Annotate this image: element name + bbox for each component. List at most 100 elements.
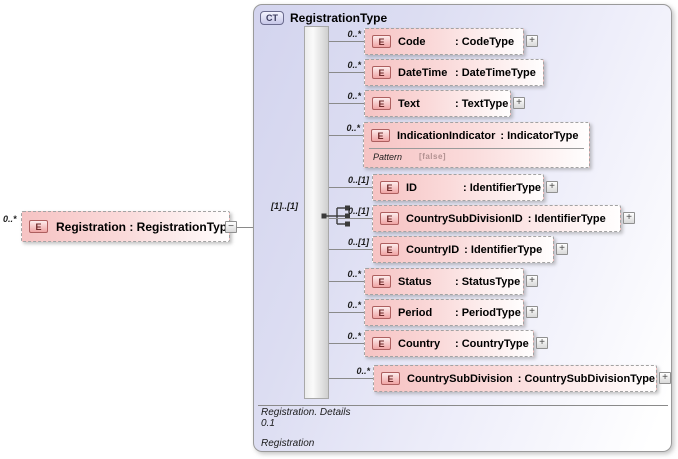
element-name: Code — [398, 35, 426, 48]
element-type: : StatusType — [455, 275, 521, 288]
sequence-icon — [321, 205, 350, 227]
root-connector-line — [237, 227, 253, 228]
root-occurrence-label: 0..* — [3, 214, 17, 224]
expand-button[interactable]: + — [546, 181, 558, 193]
element-badge-icon: E — [372, 35, 391, 48]
child-occurrence-label: 0..[1] — [347, 237, 369, 247]
child-occurrence-label: 0..* — [347, 91, 361, 101]
complex-type-panel: CT RegistrationType [1]..[1] 0..* E Code… — [253, 4, 672, 452]
child-occurrence-label: 0..* — [356, 366, 370, 376]
expand-button[interactable]: + — [536, 337, 548, 349]
element-name: CountrySubDivisionID — [406, 212, 523, 225]
expand-button[interactable]: + — [526, 306, 538, 318]
element-countrysubdivisionid[interactable]: E CountrySubDivisionID : IdentifierType — [372, 205, 621, 232]
child-occurrence-label: 0..* — [347, 269, 361, 279]
footer-annotation-name: Registration. Details — [261, 407, 351, 418]
element-row: E IndicationIndicator : IndicatorType — [364, 123, 589, 148]
expand-button[interactable]: + — [526, 275, 538, 287]
facet-value: [false] — [419, 152, 447, 161]
element-name: Country — [398, 337, 441, 350]
child-occurrence-label: 0..* — [347, 300, 361, 310]
expand-button[interactable]: + — [526, 35, 538, 47]
element-badge-icon: E — [372, 275, 391, 288]
element-type: : CountryType — [455, 337, 529, 350]
element-row: E ID : IdentifierType — [373, 175, 543, 200]
element-text[interactable]: E Text : TextType — [364, 90, 511, 117]
element-type: : CodeType — [455, 35, 515, 48]
footer-annotation-element: Registration — [261, 438, 315, 449]
child-connector-line — [329, 187, 372, 188]
child-connector-line — [329, 218, 372, 219]
element-name: CountryID — [406, 243, 460, 256]
expand-button[interactable]: + — [623, 212, 635, 224]
child-connector-line — [329, 378, 373, 379]
element-type: : IndicatorType — [500, 129, 579, 142]
child-connector-line — [329, 41, 364, 42]
element-countrysubdivision[interactable]: E CountrySubDivision : CountrySubDivisio… — [373, 365, 657, 392]
expand-button[interactable]: + — [556, 243, 568, 255]
element-period[interactable]: E Period : PeriodType — [364, 299, 524, 326]
child-connector-line — [329, 281, 364, 282]
element-badge-icon: E — [380, 212, 399, 225]
element-badge-icon: E — [372, 306, 391, 319]
facet-row: Pattern [false] — [364, 149, 589, 164]
element-name: Text — [398, 97, 420, 110]
child-connector-line — [329, 103, 364, 104]
element-type: : PeriodType — [455, 306, 521, 319]
element-name: DateTime — [398, 66, 448, 79]
child-occurrence-label: 0..[1] — [347, 206, 369, 216]
sequence-group-bar[interactable] — [304, 26, 329, 399]
collapse-button[interactable]: − — [225, 221, 237, 233]
child-connector-line — [329, 249, 372, 250]
element-row: E Text : TextType — [365, 91, 510, 116]
element-type: : CountrySubDivisionType — [517, 372, 656, 385]
element-type: : IdentifierType — [527, 212, 606, 225]
element-type: : RegistrationType — [126, 219, 234, 234]
element-row: E CountryID : IdentifierType — [373, 237, 553, 262]
element-datetime[interactable]: E DateTime : DateTimeType — [364, 59, 544, 86]
facet-divider — [369, 148, 584, 149]
element-badge-icon: E — [372, 97, 391, 110]
element-badge-icon: E — [372, 337, 391, 350]
child-occurrence-label: 0..[1] — [347, 175, 369, 185]
element-badge-icon: E — [380, 181, 399, 194]
element-countryid[interactable]: E CountryID : IdentifierType — [372, 236, 554, 263]
element-name: ID — [406, 181, 417, 194]
element-row: E Country : CountryType — [365, 331, 533, 356]
child-occurrence-label: 0..* — [347, 331, 361, 341]
element-row: E CountrySubDivision : CountrySubDivisio… — [374, 366, 656, 391]
element-row: E Code : CodeType — [365, 29, 523, 54]
facet-label: Pattern — [373, 151, 403, 162]
element-row: E CountrySubDivisionID : IdentifierType — [373, 206, 620, 231]
element-badge-icon: E — [380, 243, 399, 256]
child-connector-line — [329, 72, 364, 73]
element-status[interactable]: E Status : StatusType — [364, 268, 524, 295]
complex-type-title: RegistrationType — [290, 11, 388, 25]
element-code[interactable]: E Code : CodeType — [364, 28, 524, 55]
child-occurrence-label: 0..* — [346, 123, 360, 133]
element-badge-icon: E — [381, 372, 400, 385]
child-connector-line — [329, 343, 364, 344]
footer-divider — [258, 405, 668, 406]
element-row: E Status : StatusType — [365, 269, 523, 294]
expand-button[interactable]: + — [513, 97, 525, 109]
element-registration[interactable]: E Registration : RegistrationType — [21, 211, 234, 242]
element-type: : TextType — [455, 97, 509, 110]
element-indicationindicator[interactable]: E IndicationIndicator : IndicatorType Pa… — [363, 122, 590, 168]
element-type: : IdentifierType — [464, 243, 543, 256]
child-occurrence-label: 0..* — [347, 60, 361, 70]
element-name: CountrySubDivision — [407, 372, 513, 385]
element-id[interactable]: E ID : IdentifierType — [372, 174, 544, 201]
group-cardinality-label: [1]..[1] — [271, 201, 298, 211]
element-badge-icon: E — [372, 66, 391, 79]
element-type: : DateTimeType — [455, 66, 536, 79]
element-badge-icon: E — [29, 220, 48, 233]
expand-button[interactable]: + — [659, 372, 671, 384]
child-occurrence-label: 0..* — [347, 29, 361, 39]
element-country[interactable]: E Country : CountryType — [364, 330, 534, 357]
element-type: : IdentifierType — [463, 181, 542, 194]
complex-type-badge: CT — [260, 11, 284, 25]
element-name: Period — [398, 306, 433, 319]
element-name: IndicationIndicator — [397, 129, 496, 142]
child-connector-line — [329, 135, 363, 136]
